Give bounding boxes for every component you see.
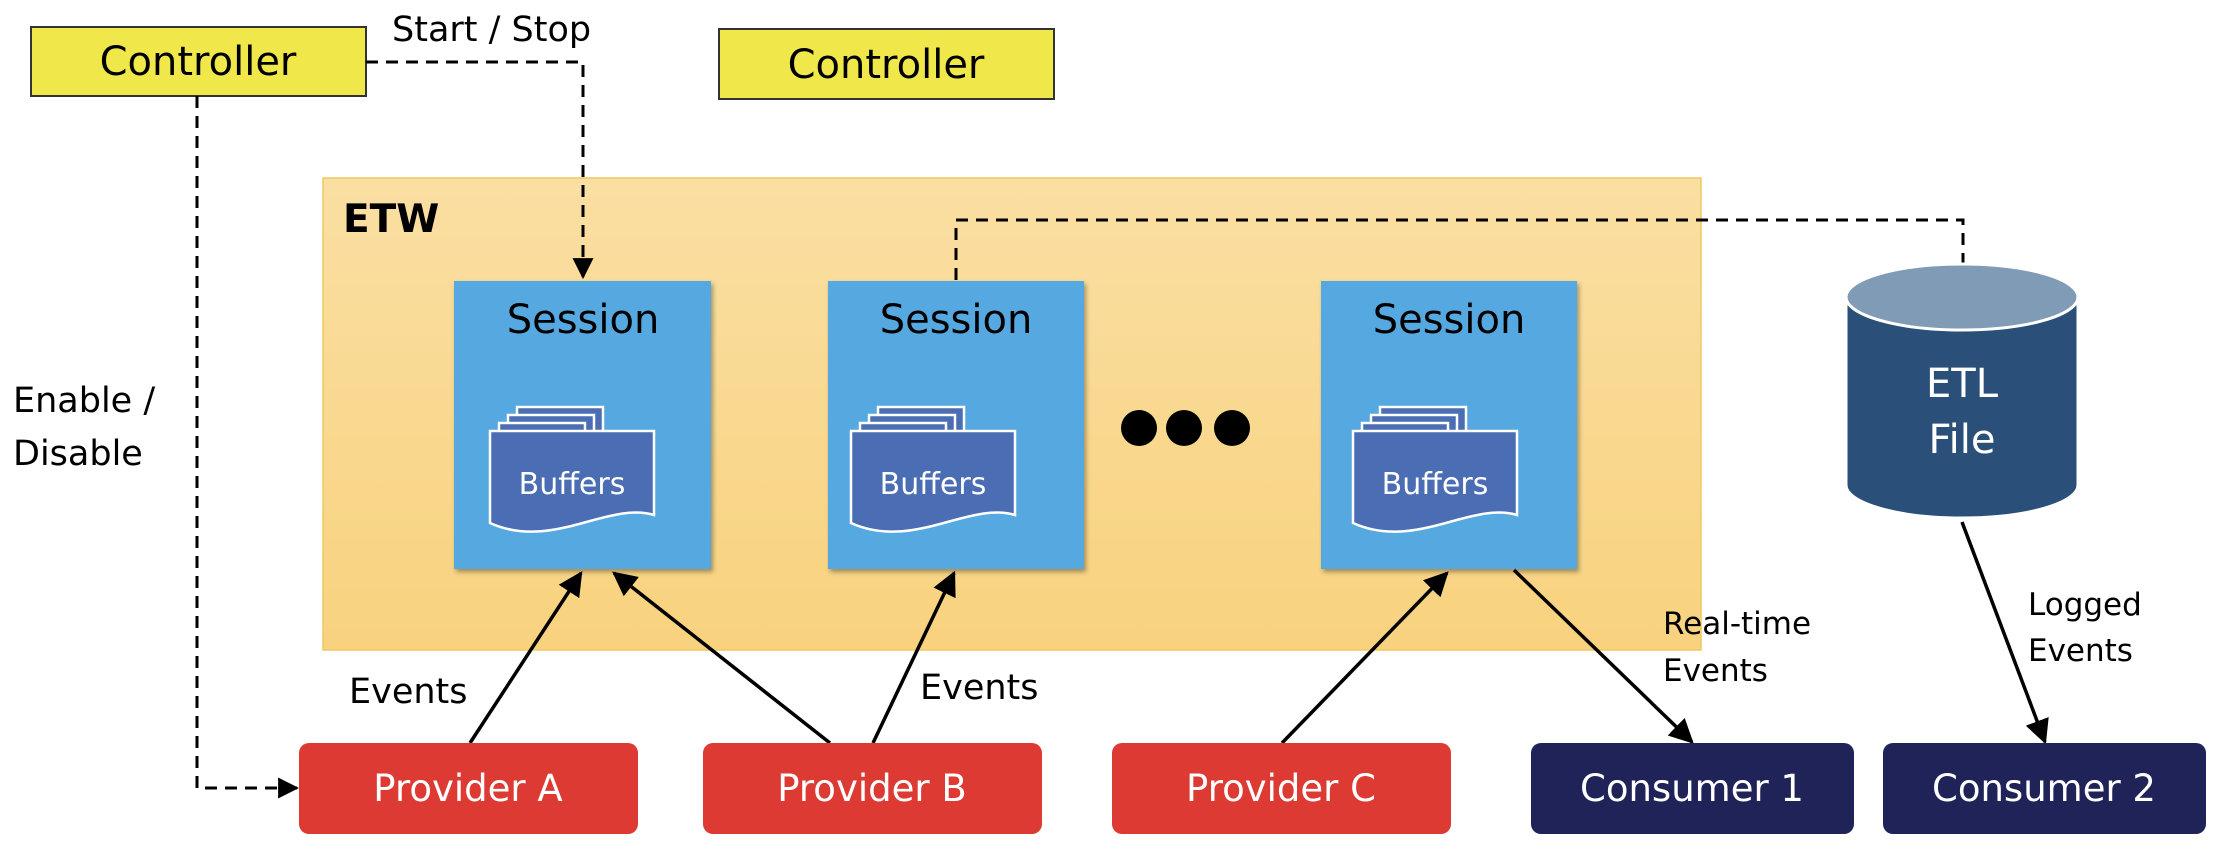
arrow-session-3-to-consumer-1 [1512, 568, 1694, 744]
events-label-b: Events [920, 668, 1039, 708]
enable-disable-connector [195, 96, 300, 799]
arrow-provider-b-to-session-2 [871, 570, 956, 744]
realtime-events-label-2: Events [1663, 653, 1768, 689]
controller-box-left[interactable]: Controller [30, 26, 367, 97]
ellipsis-icon [1121, 410, 1250, 446]
provider-a-box[interactable]: Provider A [299, 743, 638, 834]
controller-box-right[interactable]: Controller [718, 28, 1055, 100]
consumer-2-label: Consumer 2 [1932, 767, 2156, 810]
arrow-provider-b-to-session-1 [612, 571, 832, 745]
enable-disable-label-1: Enable / [13, 381, 155, 421]
events-label-a: Events [349, 672, 468, 712]
controller-label: Controller [788, 42, 985, 88]
buffers-label: Buffers [880, 467, 987, 502]
session-box-1[interactable]: Session Buffers [454, 281, 711, 569]
enable-disable-label-2: Disable [13, 434, 143, 474]
etl-file-cylinder[interactable]: ETL File [1844, 262, 2080, 520]
start-stop-connector [366, 60, 594, 280]
provider-b-label: Provider B [777, 767, 966, 810]
etl-file-label-1: ETL [1926, 361, 1999, 407]
arrow-provider-a-to-session-1 [468, 570, 583, 744]
consumer-2-box[interactable]: Consumer 2 [1883, 743, 2206, 834]
session-box-2[interactable]: Session Buffers [828, 281, 1084, 569]
event-arrows [468, 521, 2049, 745]
buffers-label: Buffers [519, 467, 626, 502]
start-stop-label: Start / Stop [392, 10, 591, 50]
buffers-label: Buffers [1382, 467, 1489, 502]
etl-file-label-2: File [1929, 417, 1996, 463]
controller-label: Controller [100, 39, 297, 85]
arrow-etl-to-consumer-2 [1960, 521, 2049, 745]
realtime-events-label-1: Real-time [1663, 606, 1811, 642]
provider-c-label: Provider C [1186, 767, 1376, 810]
session-box-3[interactable]: Session Buffers [1321, 281, 1577, 569]
provider-a-label: Provider A [373, 767, 562, 810]
session-title: Session [1373, 297, 1526, 343]
logged-events-label-2: Events [2028, 633, 2133, 669]
consumer-1-label: Consumer 1 [1580, 767, 1804, 810]
session-to-etl-connector [954, 218, 1974, 323]
provider-c-box[interactable]: Provider C [1112, 743, 1451, 834]
arrow-provider-c-to-session-3 [1280, 571, 1449, 745]
consumer-1-box[interactable]: Consumer 1 [1531, 743, 1854, 834]
session-title: Session [880, 297, 1033, 343]
etw-label: ETW [343, 197, 439, 242]
logged-events-label-1: Logged [2028, 587, 2142, 623]
session-title: Session [507, 297, 660, 343]
provider-b-box[interactable]: Provider B [703, 743, 1042, 834]
